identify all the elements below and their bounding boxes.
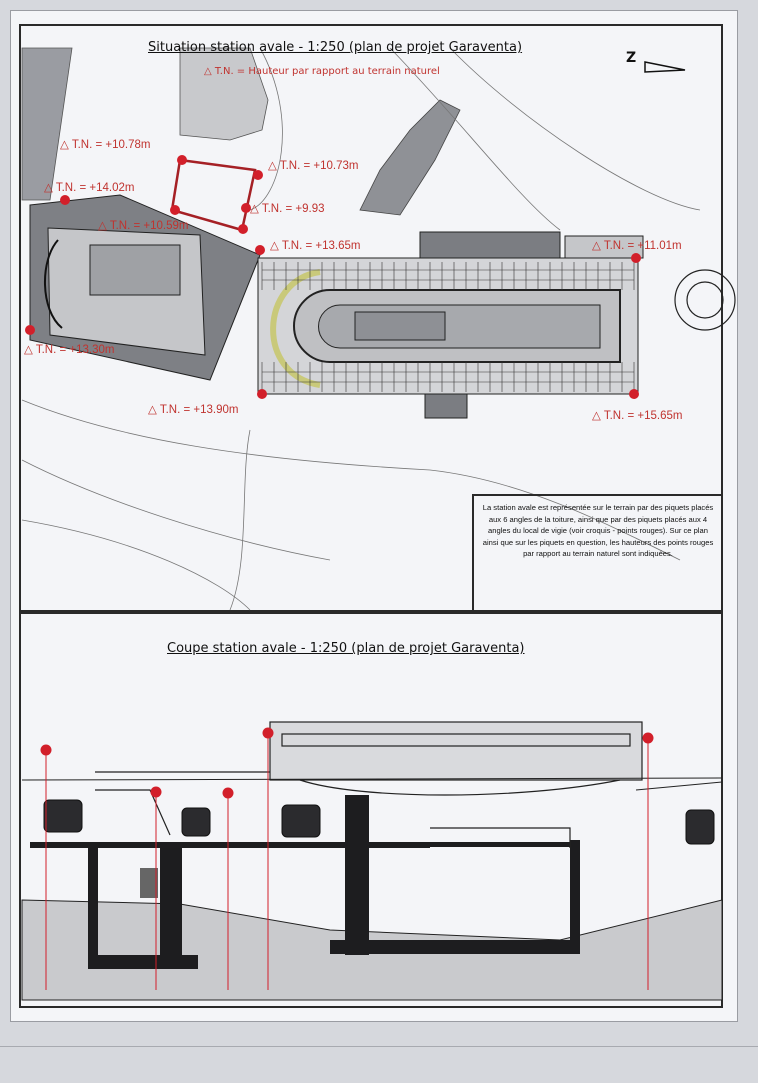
plan-legend: △ T.N. = Hauteur par rapport au terrain … (204, 66, 440, 77)
tn-label-1: △ T.N. = +10.78m (60, 139, 151, 151)
cable-lines (21, 777, 723, 791)
plan-marker (255, 245, 265, 255)
section-title: Coupe station avale - 1:250 (plan de pro… (167, 641, 525, 656)
tn-label-6: △ T.N. = +13.65m (270, 240, 361, 252)
drawing-sheet (10, 10, 738, 1022)
plan-marker (25, 325, 35, 335)
section-marker (642, 732, 654, 744)
plan-marker (629, 389, 639, 399)
plan-marker (170, 205, 180, 215)
section-marker (262, 727, 274, 739)
plan-marker (257, 389, 267, 399)
plan-marker (253, 170, 263, 180)
plan-note: La station avale est représentée sur le … (472, 494, 722, 612)
tn-label-3: △ T.N. = +10.73m (268, 160, 359, 172)
north-arrow-icon (644, 61, 686, 73)
main-station (257, 231, 644, 419)
station-grid (261, 262, 635, 392)
terrain-hatching-right (359, 99, 461, 216)
tn-label-5: △ T.N. = +9.93 (250, 203, 325, 215)
tn-label-4: △ T.N. = +10.59m (98, 220, 189, 232)
plan-marker (238, 224, 248, 234)
plan-marker (241, 203, 251, 213)
section-frame (19, 612, 723, 1008)
north-label: Z (626, 50, 637, 66)
plan-marker (177, 155, 187, 165)
section-structure (30, 795, 580, 969)
left-building (29, 194, 261, 381)
tn-label-9: △ T.N. = +13.90m (148, 404, 239, 416)
cabins (43, 799, 715, 845)
section-marker (150, 786, 162, 798)
plan-marker (60, 195, 70, 205)
section-poles (40, 727, 654, 990)
section-marker (40, 744, 52, 756)
plan-marker (631, 253, 641, 263)
section-roof (95, 721, 643, 848)
plan-title: Situation station avale - 1:250 (plan de… (148, 40, 523, 55)
page-edge (0, 1046, 758, 1047)
tn-label-10: △ T.N. = +15.65m (592, 410, 683, 422)
right-turn-circle (674, 269, 736, 331)
plan-markers (25, 155, 641, 399)
terrain-hatching-left (21, 47, 269, 201)
section-marker (222, 787, 234, 799)
tn-label-7: △ T.N. = +11.01m (592, 240, 682, 252)
contour-lines (21, 47, 701, 611)
tn-label-2: △ T.N. = +14.02m (44, 182, 135, 194)
plan-frame (19, 24, 723, 612)
tn-label-8: △ T.N. = +13.30m (24, 344, 115, 356)
